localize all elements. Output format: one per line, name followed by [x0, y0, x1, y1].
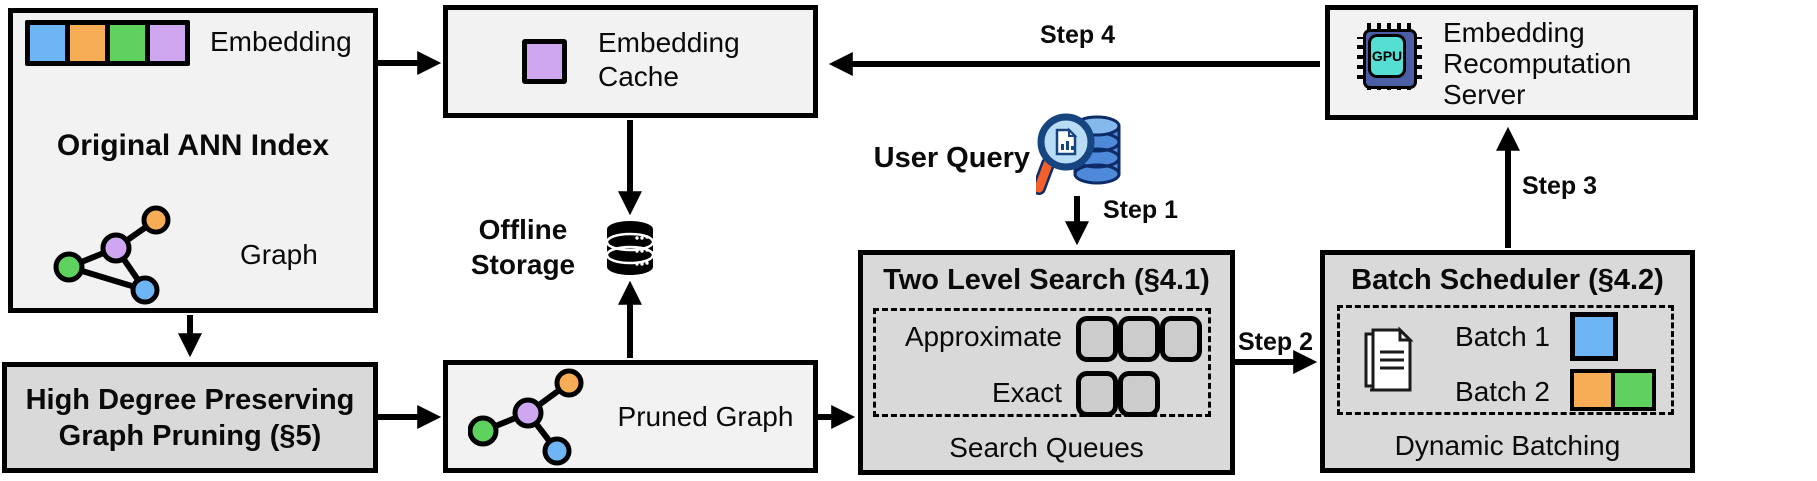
- user-query-label: User Query: [873, 142, 1030, 174]
- two-level-search-title: Two Level Search (§4.1): [883, 264, 1210, 296]
- batch2-square-green: [1615, 373, 1652, 407]
- original-ann-index-title: Original ANN Index: [56, 129, 330, 162]
- graph-node-blue: [542, 436, 572, 466]
- two-level-search-box: Two Level Search (§4.1) Approximate Exac…: [858, 250, 1235, 475]
- embedding-vector-icon: [25, 20, 190, 66]
- graph-node-green: [53, 251, 85, 283]
- embedding-cache-title-line1: Embedding: [598, 27, 740, 58]
- recomputation-server-title-line3: Server: [1443, 79, 1526, 110]
- batch2-squares: [1570, 369, 1656, 411]
- step3-label: Step 3: [1522, 172, 1598, 200]
- recomputation-server-title-line2: Recomputation: [1443, 48, 1632, 79]
- embedding-cache-box: Embedding Cache: [443, 5, 818, 118]
- embedding-label: Embedding: [210, 26, 352, 57]
- embedding-swatch-blue: [30, 25, 65, 61]
- offline-storage-label-line1: Offline: [478, 214, 568, 245]
- pruned-graph-box: Pruned Graph: [443, 360, 818, 473]
- embedding-swatch-purple: [150, 25, 185, 61]
- step1-label: Step 1: [1103, 196, 1179, 224]
- batch1-square-blue: [1570, 312, 1618, 361]
- graph-node-blue: [130, 275, 160, 305]
- queue-slot: [1118, 316, 1160, 362]
- embedding-swatch-green: [110, 25, 145, 61]
- queue-slot: [1076, 371, 1118, 417]
- recomputation-server-title-line1: Embedding: [1443, 17, 1585, 48]
- step4-label: Step 4: [1040, 21, 1116, 49]
- original-ann-index-box: Embedding Original ANN Index Graph: [8, 8, 378, 313]
- batch-scheduler-box: Batch Scheduler (§4.2) Batch 1 Batch 2: [1320, 250, 1695, 473]
- pruned-graph-label: Pruned Graph: [617, 401, 794, 432]
- batch2-square-orange: [1574, 373, 1611, 407]
- batch-scheduler-title: Batch Scheduler (§4.2): [1351, 264, 1664, 296]
- embedding-swatch-orange: [70, 25, 105, 61]
- documents-icon: [1364, 326, 1414, 392]
- database-icon: [605, 221, 655, 275]
- graph-label: Graph: [240, 239, 318, 270]
- embedding-cache-title-line2: Cache: [598, 61, 679, 92]
- exact-queue-label: Exact: [991, 377, 1062, 408]
- graph-node-green: [468, 415, 499, 447]
- graph-node-purple: [100, 232, 132, 264]
- step2-label: Step 2: [1238, 328, 1314, 356]
- batch2-label: Batch 2: [1455, 376, 1550, 407]
- queue-slot: [1118, 371, 1160, 417]
- approximate-queue-label: Approximate: [904, 321, 1062, 352]
- exact-queue-slots: [1076, 371, 1160, 417]
- approximate-queue-slots: [1076, 316, 1202, 362]
- search-queues-footer: Search Queues: [949, 432, 1144, 463]
- graph-icon: [53, 205, 171, 305]
- queue-slot: [1076, 316, 1118, 362]
- graph-pruning-title-line1: High Degree Preserving: [25, 383, 355, 416]
- dynamic-batching-region: Batch 1 Batch 2: [1337, 305, 1674, 415]
- graph-pruning-box: High Degree Preserving Graph Pruning (§5…: [2, 362, 378, 473]
- recomputation-server-box: GPU Embedding Recomputation Server: [1325, 5, 1698, 120]
- cached-embedding-icon: [522, 39, 567, 84]
- graph-pruning-title-line2: Graph Pruning (§5): [58, 419, 322, 452]
- pruned-graph-icon: [468, 368, 584, 466]
- graph-node-orange: [554, 368, 584, 398]
- graph-node-orange: [141, 205, 171, 235]
- queue-slot: [1160, 316, 1202, 362]
- search-queues-region: Approximate Exact: [873, 308, 1211, 417]
- offline-storage-label-line2: Storage: [470, 249, 576, 280]
- gpu-chip-icon: GPU: [1353, 21, 1431, 105]
- query-search-icon: [1036, 113, 1121, 195]
- dynamic-batching-footer: Dynamic Batching: [1394, 430, 1621, 461]
- graph-node-purple: [512, 397, 544, 429]
- gpu-chip-label: GPU: [1371, 48, 1403, 64]
- batch1-label: Batch 1: [1455, 321, 1550, 352]
